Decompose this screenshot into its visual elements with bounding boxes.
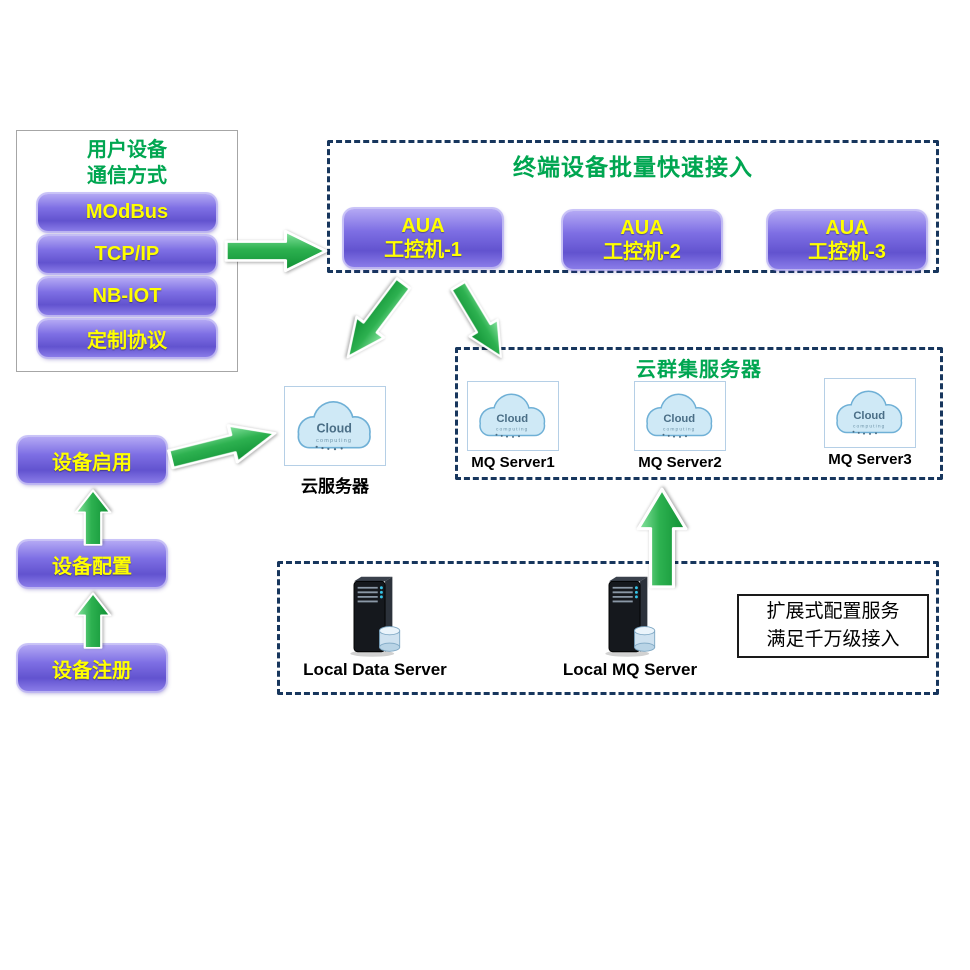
device-register-node: 设备注册 bbox=[18, 645, 166, 691]
mq-server2-group: MQ Server2 bbox=[625, 381, 735, 471]
aua-node-3-line1: AUA bbox=[825, 217, 869, 239]
cloud-server-label: 云服务器 bbox=[301, 477, 369, 496]
scale-note-box: 扩展式配置服务 满足千万级接入 bbox=[737, 594, 929, 658]
local-data-server-label: Local Data Server bbox=[303, 660, 447, 679]
cloud-icon bbox=[836, 390, 903, 435]
mq-server2-label: MQ Server2 bbox=[638, 454, 722, 471]
aua-node-1-line1: AUA bbox=[401, 215, 445, 237]
user-device-panel-title: 用户设备 通信方式 bbox=[87, 137, 167, 189]
local-mq-server-label: Local MQ Server bbox=[562, 660, 698, 679]
local-services-panel bbox=[277, 561, 939, 695]
scale-note-line2: 满足千万级接入 bbox=[766, 629, 900, 650]
arrow-config-to-enable bbox=[74, 489, 112, 546]
mq-server1-label: MQ Server1 bbox=[471, 454, 555, 471]
local-data-server-group: Local Data Server bbox=[300, 575, 450, 680]
aua-node-1-line2: 工控机-1 bbox=[384, 239, 462, 261]
comm-node-custom-protocol: 定制协议 bbox=[38, 320, 216, 357]
server-tower-icon bbox=[349, 575, 401, 658]
aua-node-3-line2: 工控机-3 bbox=[808, 241, 886, 263]
cloud-icon bbox=[297, 401, 371, 451]
local-mq-server-group: Local MQ Server bbox=[555, 575, 705, 680]
cloud-icon bbox=[479, 393, 546, 438]
mq-server1-icon-panel bbox=[467, 381, 559, 451]
comm-node-modbus: MOdBus bbox=[38, 194, 216, 231]
arrow-enable-to-cloud-server bbox=[164, 413, 282, 480]
aua-node-1: AUA 工控机-1 bbox=[344, 209, 502, 267]
terminal-access-panel: 终端设备批量快速接入 AUA 工控机-1 AUA 工控机-2 AUA 工控机-3 bbox=[327, 140, 939, 273]
mq-server1-group: MQ Server1 bbox=[458, 381, 568, 471]
mq-server3-group: MQ Server3 bbox=[815, 378, 925, 468]
arrow-localmq-to-mqserver2 bbox=[636, 487, 688, 589]
arrow-aua1-to-cluster bbox=[442, 276, 517, 367]
cloud-icon bbox=[646, 393, 713, 438]
user-device-title-line1: 用户设备 bbox=[87, 139, 167, 161]
comm-node-tcpip: TCP/IP bbox=[38, 236, 216, 273]
cloud-cluster-panel: 云群集服务器 bbox=[455, 347, 943, 480]
aua-node-2-line1: AUA bbox=[620, 217, 664, 239]
comm-node-nbiot: NB-IOT bbox=[38, 278, 216, 315]
cloud-server-icon-panel bbox=[284, 386, 386, 466]
cloud-server-group: 云服务器 bbox=[280, 386, 390, 497]
user-device-panel: 用户设备 通信方式 MOdBus TCP/IP NB-IOT 定制协议 bbox=[16, 130, 238, 372]
mq-server2-icon-panel bbox=[634, 381, 726, 451]
mq-server3-icon-panel bbox=[824, 378, 916, 448]
user-device-title-line2: 通信方式 bbox=[87, 165, 167, 187]
device-enable-node: 设备启用 bbox=[18, 437, 166, 483]
cloud-cluster-title: 云群集服务器 bbox=[636, 359, 762, 381]
aua-node-2: AUA 工控机-2 bbox=[563, 211, 721, 269]
aua-node-3: AUA 工控机-3 bbox=[768, 211, 926, 269]
arrow-comm-to-aua1 bbox=[224, 229, 328, 273]
arrow-aua1-to-cloud-server bbox=[332, 271, 419, 369]
arrow-register-to-config bbox=[74, 592, 112, 649]
terminal-access-title: 终端设备批量快速接入 bbox=[513, 154, 753, 180]
aua-node-2-line2: 工控机-2 bbox=[603, 241, 681, 263]
mq-server3-label: MQ Server3 bbox=[828, 451, 912, 468]
device-config-node: 设备配置 bbox=[18, 541, 166, 587]
scale-note-line1: 扩展式配置服务 bbox=[766, 601, 900, 623]
